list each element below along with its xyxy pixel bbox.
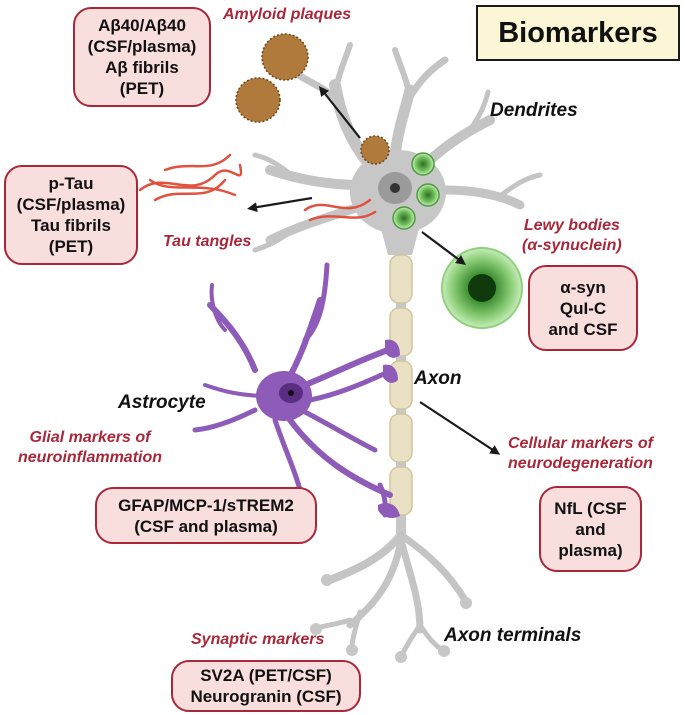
asyn-line-3: and CSF <box>548 319 618 339</box>
label-lewy-line-1: Lewy bodies <box>523 217 620 234</box>
small-lewy-bodies <box>392 152 440 230</box>
nfl-line-2: and <box>575 519 606 539</box>
tau-tangle-icons <box>138 153 377 222</box>
label-glial-line-2: neuroinflammation <box>18 449 163 466</box>
amyloid-line-2: (CSF/plasma) <box>87 37 197 56</box>
axon-hillock <box>380 225 420 255</box>
asyn-line-2: QuI-C <box>559 298 607 318</box>
glial-line-1: GFAP/MCP-1/sTREM2 <box>118 495 294 515</box>
label-dendrites: Dendrites <box>490 100 578 121</box>
amyloid-biomarker-box: Aβ40/Aβ40 (CSF/plasma) Aβ fibrils (PET) <box>73 7 211 107</box>
nucleolus <box>390 183 400 193</box>
label-amyloid-plaques: Amyloid plaques <box>223 6 352 23</box>
label-glial-markers: Glial markers of neuroinflammation <box>18 428 162 468</box>
nfl-line-3: plasma) <box>558 540 623 560</box>
title-box: Biomarkers <box>476 5 680 61</box>
amyloid-line-4: (PET) <box>119 79 165 98</box>
tau-line-3: Tau fibrils <box>31 216 111 235</box>
astrocyte-nucleolus <box>288 390 294 396</box>
terminal-buttons <box>310 574 472 663</box>
synaptic-line-2: Neurogranin (CSF) <box>190 687 342 706</box>
tau-line-1: p-Tau <box>48 174 94 193</box>
glial-line-2: (CSF and plasma) <box>134 516 278 536</box>
myelin-sheaths <box>389 254 413 516</box>
nfl-line-1: NfL (CSF <box>554 498 627 518</box>
amyloid-plaque-icons <box>235 33 390 165</box>
label-synaptic-markers: Synaptic markers <box>191 631 325 648</box>
asyn-line-1: α-syn <box>560 277 606 297</box>
astrocyte-processes <box>192 262 393 518</box>
tau-biomarker-box: p-Tau (CSF/plasma) Tau fibrils (PET) <box>4 165 138 265</box>
label-lewy-line-2: (α-synuclein) <box>522 237 622 254</box>
amyloid-line-3: Aβ fibrils <box>105 58 179 77</box>
label-axon: Axon <box>414 368 462 389</box>
large-lewy-core <box>468 274 496 302</box>
synaptic-biomarker-box: SV2A (PET/CSF) Neurogranin (CSF) <box>171 660 361 712</box>
label-cellular-line-1: Cellular markers of <box>508 435 653 452</box>
label-cellular-line-2: neurodegeneration <box>508 455 653 472</box>
tau-line-2: (CSF/plasma) <box>16 195 126 214</box>
nfl-biomarker-box: NfL (CSF and plasma) <box>539 486 642 572</box>
tau-line-4: (PET) <box>48 237 94 256</box>
asyn-biomarker-box: α-syn QuI-C and CSF <box>528 265 638 351</box>
label-cellular-markers: Cellular markers of neurodegeneration <box>508 434 653 474</box>
title-text: Biomarkers <box>498 16 658 49</box>
synaptic-line-1: SV2A (PET/CSF) <box>200 666 332 685</box>
label-astrocyte: Astrocyte <box>118 392 206 413</box>
label-tau-tangles: Tau tangles <box>163 233 252 250</box>
astrocyte-endfeet <box>378 339 400 518</box>
label-axon-terminals: Axon terminals <box>444 625 582 646</box>
label-lewy-bodies: Lewy bodies (α-synuclein) <box>522 216 622 256</box>
axon-terminals <box>315 531 469 658</box>
amyloid-line-1: Aβ40/Aβ40 <box>98 16 186 35</box>
glial-biomarker-box: GFAP/MCP-1/sTREM2 (CSF and plasma) <box>95 487 317 544</box>
label-glial-line-1: Glial markers of <box>29 429 151 446</box>
arrows <box>247 86 501 455</box>
